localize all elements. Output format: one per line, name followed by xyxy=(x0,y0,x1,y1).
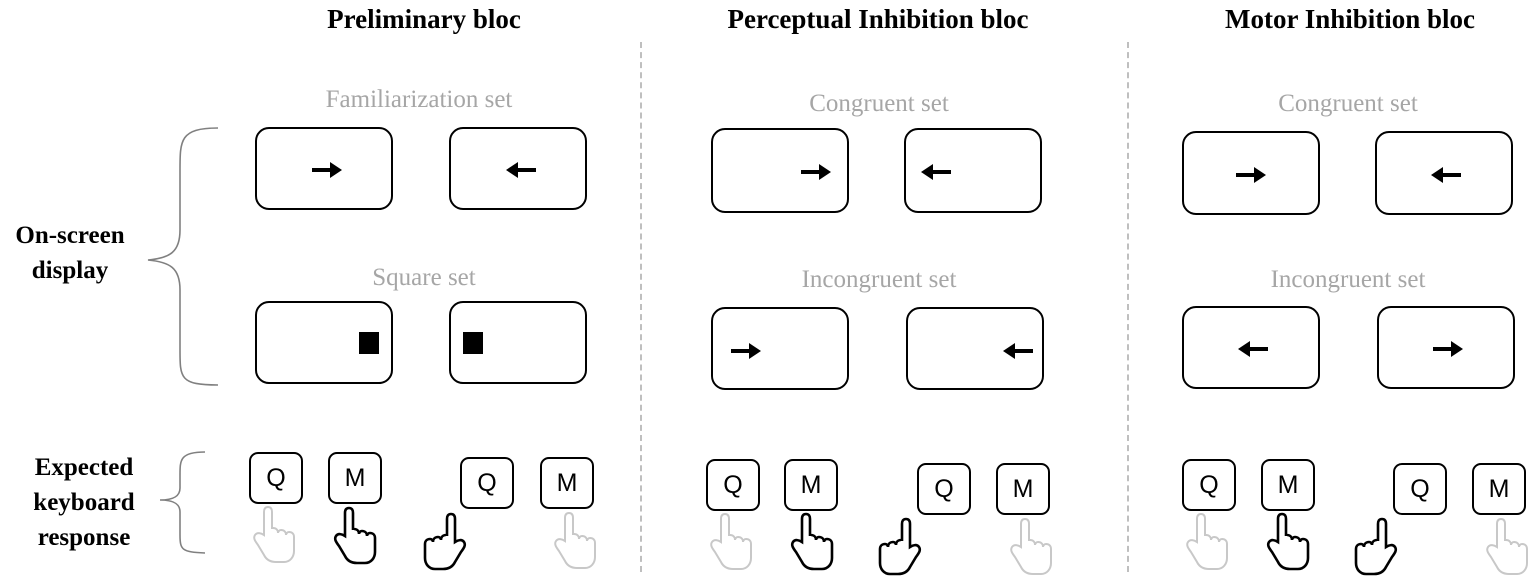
arrow-left-icon xyxy=(1238,341,1268,357)
arrow-right-icon xyxy=(1236,167,1266,183)
set-label: Incongruent set xyxy=(1270,266,1426,293)
arrow-left-icon xyxy=(1431,167,1461,183)
set-label: Incongruent set xyxy=(801,266,957,293)
screen-display xyxy=(1375,131,1513,215)
arrow-left-icon xyxy=(506,162,536,178)
on-screen-display-label: On-screen display xyxy=(0,218,155,288)
row-label-line: keyboard xyxy=(33,489,135,516)
arrow-left-icon xyxy=(921,164,951,180)
set-label: Familiarization set xyxy=(325,86,513,113)
bloc-divider xyxy=(1127,42,1129,572)
arrow-right-icon xyxy=(731,343,761,359)
m-key: M xyxy=(1261,459,1315,511)
screen-display xyxy=(711,128,849,213)
screen-display xyxy=(904,128,1042,213)
bloc-title: Perceptual Inhibition bloc xyxy=(727,4,1029,34)
row-label-line: response xyxy=(37,524,131,551)
row-label-line: On-screen xyxy=(15,222,125,249)
q-key: Q xyxy=(1393,463,1447,515)
expected-response-label: Expected keyboard response xyxy=(0,450,169,555)
arrow-left-icon xyxy=(1003,343,1033,359)
set-label: Congruent set xyxy=(1278,90,1418,117)
screen-display xyxy=(711,307,849,390)
row-label-line: Expected xyxy=(34,454,134,481)
row-label-line: display xyxy=(31,257,109,284)
q-key: Q xyxy=(706,459,760,511)
q-key: Q xyxy=(1182,459,1236,511)
screen-display xyxy=(1182,131,1320,215)
q-key: Q xyxy=(917,463,971,515)
screen-display xyxy=(906,307,1044,390)
m-key: M xyxy=(996,463,1050,515)
q-key: Q xyxy=(249,452,303,504)
screen-display xyxy=(1377,306,1515,389)
screen-display xyxy=(255,127,393,210)
screen-display xyxy=(1182,306,1320,389)
m-key: M xyxy=(784,459,838,511)
m-key: M xyxy=(540,457,594,509)
m-key: M xyxy=(328,452,382,504)
arrow-right-icon xyxy=(312,162,342,178)
bloc-title: Motor Inhibition bloc xyxy=(1224,4,1476,34)
q-key: Q xyxy=(460,457,514,509)
set-label: Square set xyxy=(372,264,476,291)
screen-display xyxy=(449,127,587,210)
set-label: Congruent set xyxy=(809,90,949,117)
square-stimulus xyxy=(359,332,379,354)
arrow-right-icon xyxy=(1433,341,1463,357)
screen-display xyxy=(449,301,587,384)
bloc-title: Preliminary bloc xyxy=(327,4,521,34)
screen-display xyxy=(255,301,393,384)
m-key: M xyxy=(1472,463,1526,515)
bloc-divider xyxy=(640,42,642,572)
arrow-right-icon xyxy=(801,164,831,180)
square-stimulus xyxy=(463,332,483,354)
